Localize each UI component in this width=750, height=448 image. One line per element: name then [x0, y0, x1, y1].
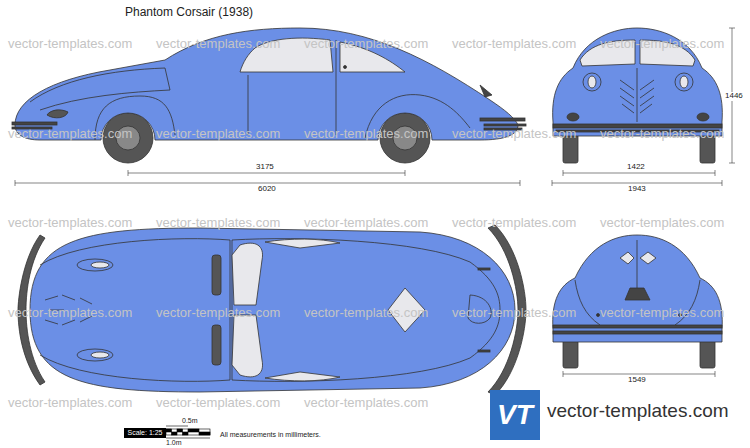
- scale-mark: 1.0m: [166, 439, 182, 447]
- watermark: vector-templates.com: [8, 306, 132, 320]
- watermark: vector-templates.com: [452, 37, 576, 51]
- watermark: vector-templates.com: [600, 127, 724, 141]
- watermark: vector-templates.com: [8, 127, 132, 141]
- watermark: vector-templates.com: [452, 127, 576, 141]
- watermark: vector-templates.com: [304, 396, 428, 410]
- watermark: vector-templates.com: [156, 396, 280, 410]
- logo-box: VT: [490, 390, 540, 440]
- watermark: vector-templates.com: [304, 306, 428, 320]
- drawing-title: Phantom Corsair (1938): [125, 6, 253, 19]
- watermark: vector-templates.com: [452, 306, 576, 320]
- dimension: 1943: [628, 185, 646, 194]
- watermark: vector-templates.com: [304, 127, 428, 141]
- watermark: vector-templates.com: [8, 37, 132, 51]
- watermark: vector-templates.com: [156, 127, 280, 141]
- watermark: vector-templates.com: [156, 37, 280, 51]
- dimension: 1422: [627, 163, 645, 172]
- watermark: vector-templates.com: [600, 37, 724, 51]
- watermark: vector-templates.com: [452, 216, 576, 230]
- scale-box: Scale: 1:25: [124, 428, 166, 438]
- dimension: 3175: [256, 163, 274, 172]
- watermark: vector-templates.com: [600, 216, 724, 230]
- logo-text: vector-templates.com: [547, 401, 729, 422]
- dimension: 1446: [724, 92, 744, 101]
- dimension: 6020: [258, 185, 276, 194]
- scale-note: All measurements in millimeters.: [220, 431, 321, 439]
- scale-mark: 0.5m: [182, 417, 198, 425]
- watermark: vector-templates.com: [304, 37, 428, 51]
- node-text: VT: [497, 400, 533, 431]
- watermark: vector-templates.com: [8, 216, 132, 230]
- watermark: vector-templates.com: [156, 306, 280, 320]
- watermark: vector-templates.com: [304, 216, 428, 230]
- watermark: vector-templates.com: [600, 306, 724, 320]
- watermark: vector-templates.com: [156, 216, 280, 230]
- node-text: Scale: 1:25: [127, 429, 162, 437]
- dimension: 1549: [628, 376, 646, 385]
- watermark: vector-templates.com: [8, 396, 132, 410]
